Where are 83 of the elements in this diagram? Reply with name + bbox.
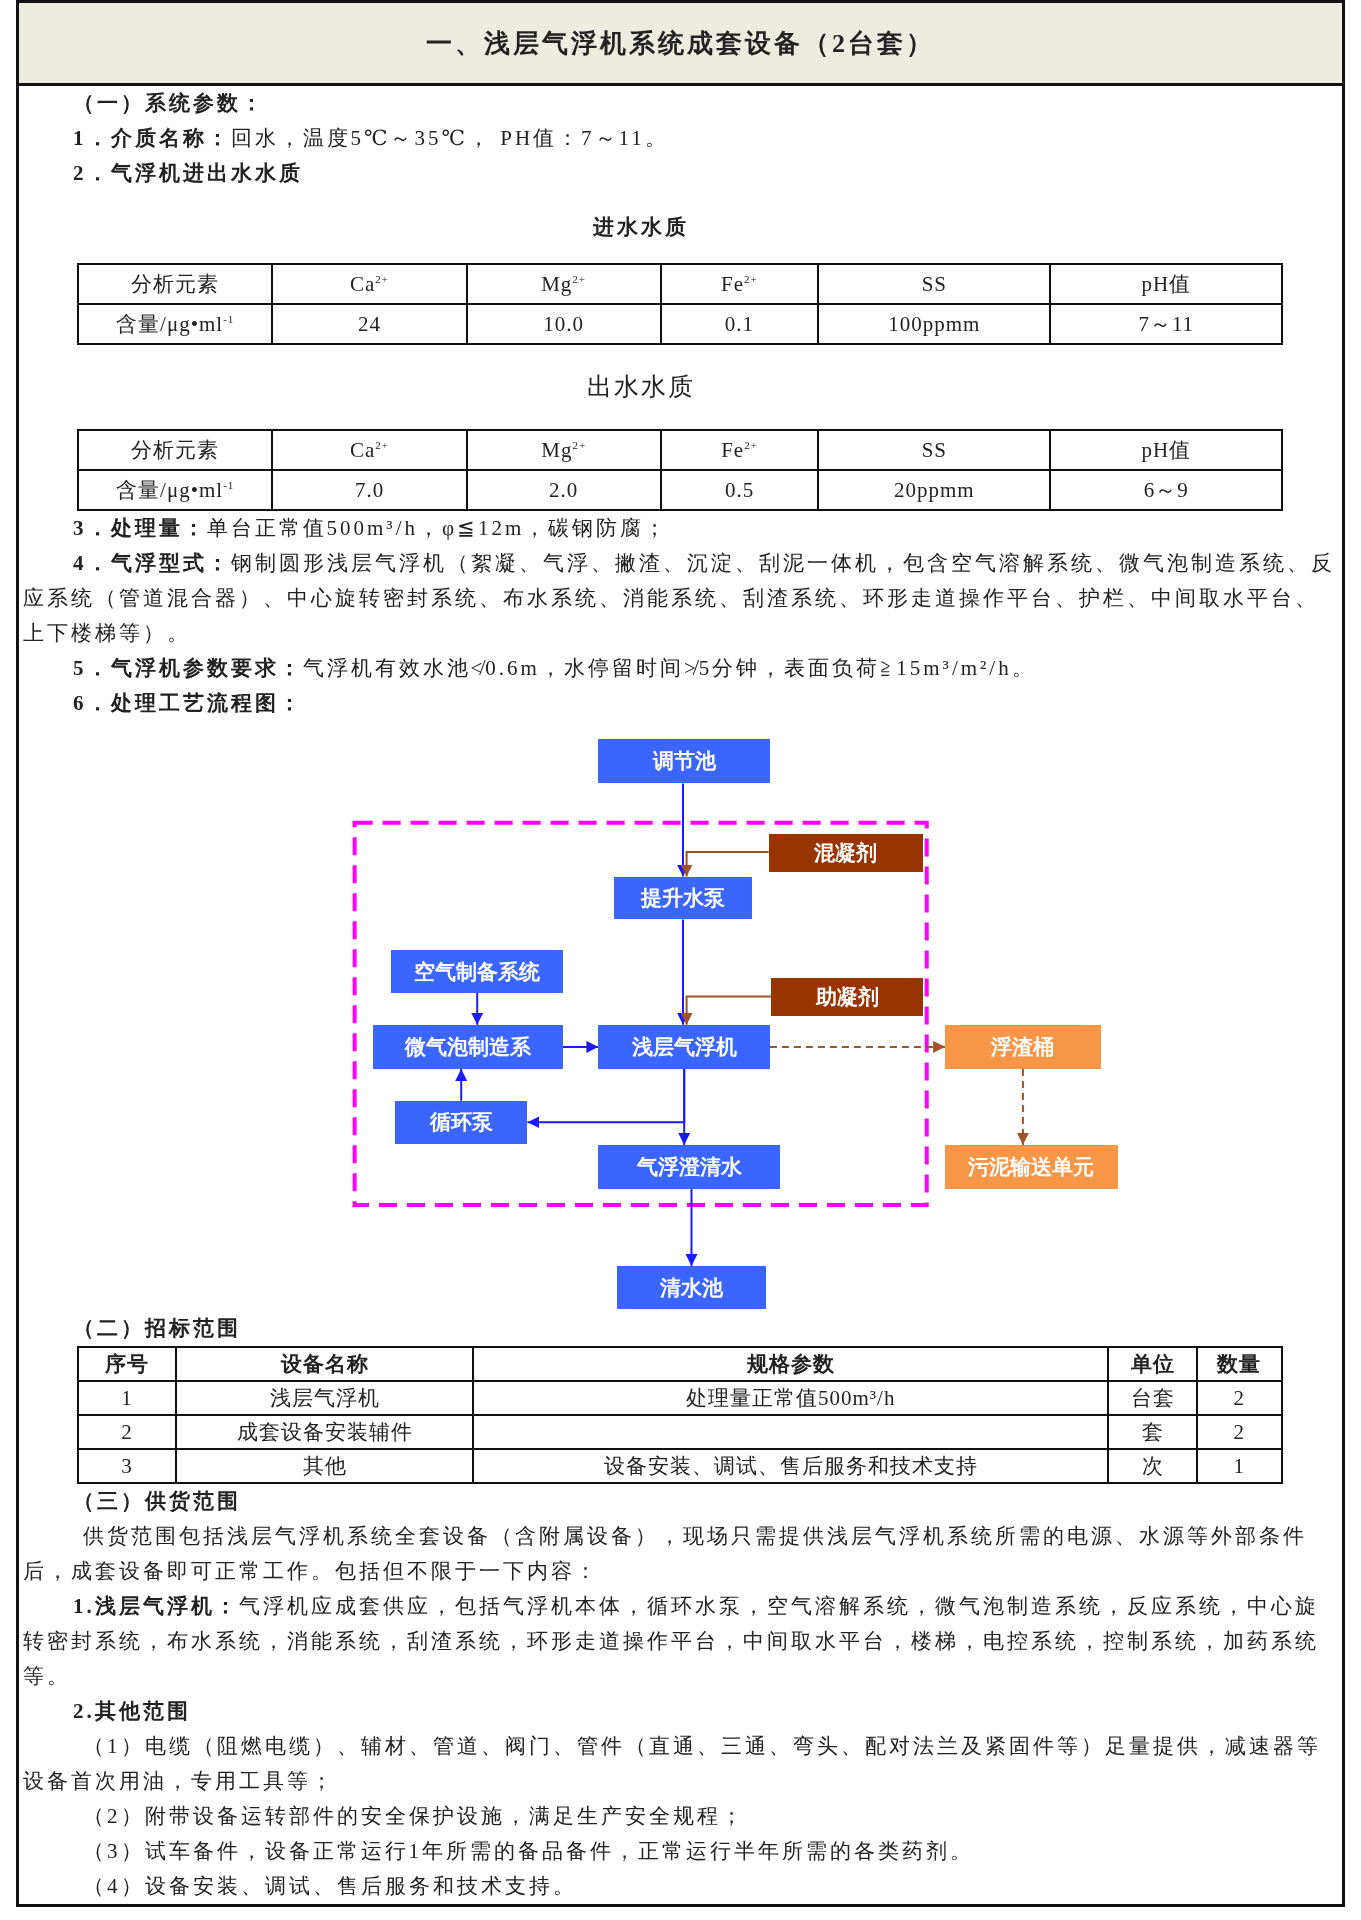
paragraph: （4）设备安装、调试、售后服务和技术支持。 [82, 1873, 578, 1900]
table-cell: 其他 [176, 1449, 473, 1483]
paragraph: 3．处理量：单台正常值500m³/h，φ≦12m，碳钢防腐； [72, 515, 670, 542]
dosing-box: 混凝剂 [768, 833, 924, 872]
sludge-box: 污泥输送单元 [945, 1144, 1118, 1189]
process-box: 气浮澄清水 [598, 1144, 780, 1189]
table-cell: 含量/μg•ml$^{-1}$ [78, 470, 273, 510]
paragraph: 5．气浮机参数要求：气浮机有效水池≮0.6m，水停留时间≯5分钟，表面负荷≧15m³/m²/h。 [72, 655, 1037, 682]
arrow [561, 1040, 600, 1053]
section-heading: 2.其他范围 [72, 1698, 192, 1725]
table-cell: 2.0 [466, 470, 661, 510]
paragraph: （1）电缆（阻燃电缆）、辅材、管道、阀门、管件（直通、三通、弯头、配对法兰及紧固件等）足量提供，减速器等设备首次用油，专用工具等； [22, 1733, 1322, 1795]
table-cell: Ca$^{2+}$ [272, 430, 467, 470]
table-cell: 3 [78, 1449, 177, 1483]
arrow [685, 1188, 698, 1268]
table-cell: 7～11 [1050, 304, 1282, 344]
arrow [455, 1067, 468, 1102]
table-cell: SS [818, 430, 1051, 470]
header-cell: 数量 [1196, 1347, 1282, 1381]
table-cell: 台套 [1108, 1381, 1197, 1415]
header-cell: 规格参数 [472, 1347, 1109, 1381]
table-cell: 20ppmm [818, 470, 1051, 510]
paragraph: （2）附带设备运转部件的安全保护设施，满足生产安全规程； [82, 1803, 746, 1830]
table-cell: pH值 [1050, 430, 1282, 470]
table-cell: Mg$^{2+}$ [466, 264, 661, 304]
table-cell: SS [818, 264, 1051, 304]
table-cell: 100ppmm [818, 304, 1051, 344]
dashed-arrow [768, 1040, 947, 1053]
table-cell: 含量/μg•ml$^{-1}$ [78, 304, 273, 344]
table-caption: 进水水质 [591, 214, 690, 241]
table-cell: 设备安装、调试、售后服务和技术支持 [472, 1449, 1109, 1483]
arrow [680, 995, 773, 1026]
table-cell: 6～9 [1050, 470, 1282, 510]
table-cell: pH值 [1050, 264, 1282, 304]
process-box: 提升水泵 [614, 876, 752, 920]
table-cell: 0.1 [660, 304, 819, 344]
process-box: 循环泵 [395, 1100, 528, 1144]
table-cell: 10.0 [466, 304, 661, 344]
section-heading: 2．气浮机进出水水质 [72, 160, 304, 187]
section-heading: （二）招标范围 [72, 1315, 242, 1342]
process-box: 浅层气浮机 [598, 1024, 770, 1069]
table-cell: 24 [272, 304, 467, 344]
process-box: 空气制备系统 [391, 950, 563, 993]
table-cell: 次 [1108, 1449, 1197, 1483]
table-cell: Mg$^{2+}$ [466, 430, 661, 470]
process-box: 调节池 [598, 739, 770, 784]
paragraph: 1.浅层气浮机：气浮机应成套供应，包括气浮机本体，循环水泵，空气溶解系统，微气泡制造系统，反应系统，中心旋转密封系统，布水系统，消能系统，刮渣系统，环形走道操作平台，中间取水平台，楼梯，电控系统，控制系统，加药系统等。 [22, 1593, 1320, 1690]
table-cell: 7.0 [272, 470, 467, 510]
table-cell: 套 [1108, 1415, 1197, 1449]
table-cell: 1 [78, 1381, 177, 1415]
table-cell: 1 [1196, 1449, 1282, 1483]
paragraph: 供货范围包括浅层气浮机系统全套设备（含附属设备），现场只需提供浅层气浮机系统所需的电源、水源等外部条件后，成套设备即可正常工作。包括但不限于一下内容： [22, 1523, 1308, 1585]
header-cell: 单位 [1108, 1347, 1197, 1381]
table-cell: 浅层气浮机 [176, 1381, 473, 1415]
dosing-box: 助凝剂 [771, 978, 924, 1017]
table-cell: Ca$^{2+}$ [272, 264, 467, 304]
table-cell: 2 [78, 1415, 177, 1449]
table-cell: Fe$^{2+}$ [660, 430, 819, 470]
section-heading: （一）系统参数： [72, 90, 266, 117]
arrow [526, 1067, 686, 1129]
process-box: 清水池 [616, 1266, 767, 1309]
arrow [680, 851, 770, 878]
sludge-box: 浮渣桶 [945, 1024, 1101, 1069]
table-cell: 0.5 [660, 470, 819, 510]
page-title: 一、浅层气浮机系统成套设备（2台套） [426, 27, 935, 60]
table-caption: 出水水质 [585, 372, 696, 402]
section-heading: 6．处理工艺流程图： [72, 690, 304, 717]
header-cell: 序号 [78, 1347, 177, 1381]
section-heading: （三）供货范围 [72, 1488, 242, 1515]
paragraph: 4．气浮型式：钢制圆形浅层气浮机（絮凝、气浮、撇渣、沉淀、刮泥一体机，包含空气溶解系统、微气泡制造系统、反应系统（管道混合器）、中心旋转密封系统、布水系统、消能系统、刮渣系统、环形走道操作平台、护栏、中间取水平台、上下楼梯等）。 [22, 550, 1336, 647]
paragraph: （3）试车备件，设备正常运行1年所需的备品备件，正常运行半年所需的各类药剂。 [82, 1838, 975, 1865]
table-cell: 处理量正常值500m³/h [472, 1381, 1109, 1415]
dashed-arrow [1016, 1067, 1029, 1146]
table-cell: 分析元素 [78, 264, 273, 304]
process-box: 微气泡制造系 [373, 1024, 563, 1069]
table-cell: 成套设备安装辅件 [176, 1415, 473, 1449]
table-cell: 分析元素 [78, 430, 273, 470]
table-cell: Fe$^{2+}$ [660, 264, 819, 304]
paragraph: 1．介质名称：回水，温度5℃～35℃， PH值：7～11。 [72, 125, 670, 152]
header-cell: 设备名称 [176, 1347, 473, 1381]
table-cell: 2 [1196, 1415, 1282, 1449]
table-cell: 2 [1196, 1381, 1282, 1415]
arrow [471, 992, 484, 1026]
